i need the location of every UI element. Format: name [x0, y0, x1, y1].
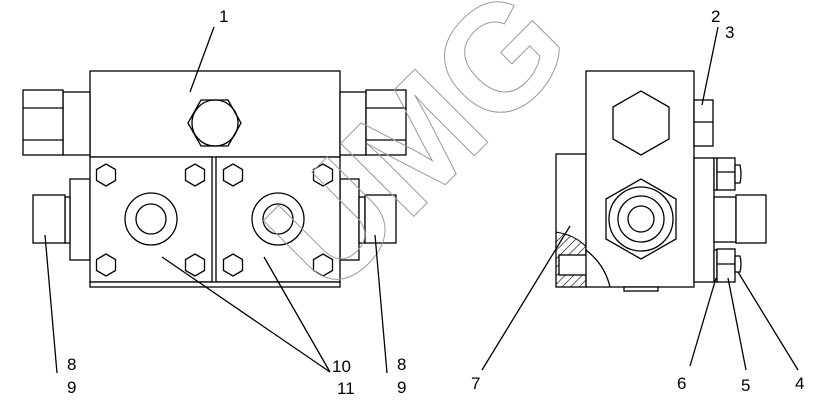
hex-plug-side-top [612, 90, 670, 156]
front-view [22, 70, 407, 288]
callout-2: 2 [711, 7, 720, 26]
port-right [251, 192, 305, 246]
plug-right [339, 178, 397, 261]
side-view [555, 70, 767, 292]
fitting-2-3 [693, 99, 714, 147]
hex-bolt-icon [95, 163, 117, 187]
callout-8-left: 8 [67, 355, 76, 374]
hex-plug-side-bottom [605, 178, 677, 260]
base-strip [89, 281, 341, 288]
side-plate [693, 157, 715, 283]
callout-6: 6 [677, 374, 686, 393]
fitting-left-top [22, 89, 91, 156]
hex-bolt-icon [222, 163, 244, 187]
hex-plug-front [187, 99, 242, 147]
port-left [124, 192, 178, 246]
callout-9-left: 9 [67, 378, 76, 397]
hex-bolt-icon [312, 253, 334, 277]
fitting-right-top [339, 89, 407, 156]
callout-7: 7 [471, 374, 480, 393]
callout-5: 5 [741, 376, 750, 395]
hex-bolt-icon [95, 253, 117, 277]
callout-11: 11 [337, 379, 355, 398]
nut-lower [713, 248, 742, 283]
callout-labels: 1 2 3 4 5 6 7 8 9 8 9 10 11 [67, 7, 804, 398]
callout-9-right: 9 [397, 378, 406, 397]
hex-bolt-icon [312, 163, 334, 187]
bottom-tab [623, 286, 659, 292]
hex-bolt-icon [184, 253, 206, 277]
hex-bolt-icon [222, 253, 244, 277]
plug-side [713, 194, 767, 244]
section-bolt [558, 254, 589, 276]
bolts [95, 163, 334, 277]
leader-lines [44, 26, 799, 374]
callout-1: 1 [219, 7, 228, 26]
callout-10: 10 [332, 357, 351, 376]
plug-left [32, 178, 91, 261]
callout-4: 4 [795, 374, 804, 393]
callout-3: 3 [725, 23, 734, 42]
hex-bolt-icon [184, 163, 206, 187]
nut-upper [713, 157, 742, 191]
callout-8-right: 8 [397, 355, 406, 374]
